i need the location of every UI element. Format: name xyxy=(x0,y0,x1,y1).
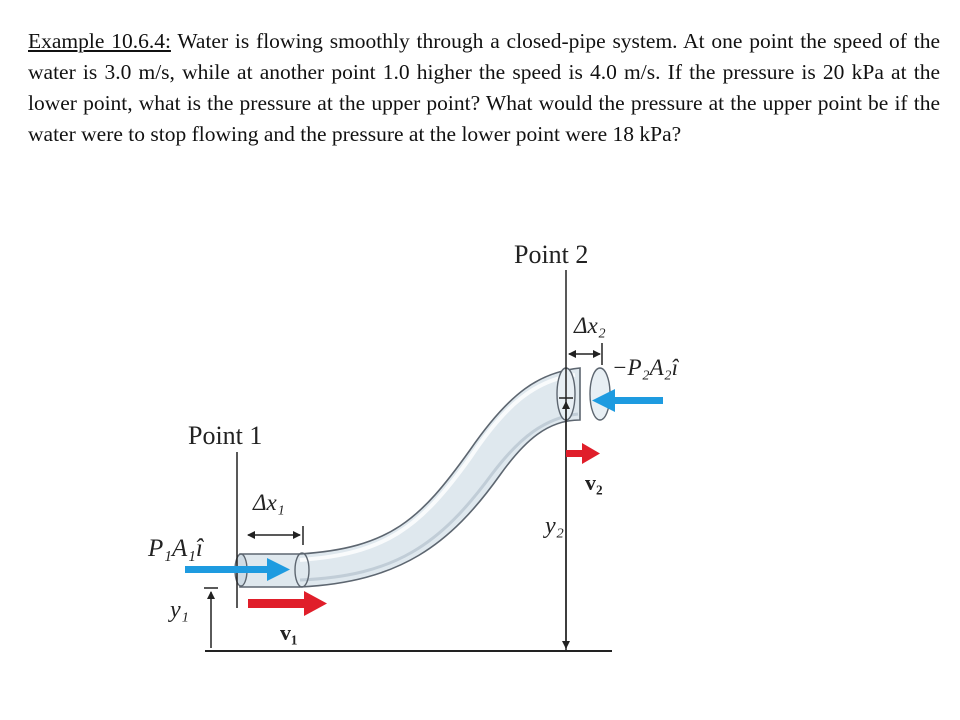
v2-label: v₂ xyxy=(585,470,603,495)
force1-label: P₁A₁î xyxy=(147,535,205,562)
velocity-arrow-2 xyxy=(566,443,600,464)
dx2-label: Δx₂ xyxy=(573,313,606,338)
pipe-shadow xyxy=(299,412,579,582)
force2-label: −P₂A₂î xyxy=(612,355,680,380)
velocity-arrow-1 xyxy=(248,591,327,616)
pipe-highlight xyxy=(299,373,576,562)
problem-text: Water is flowing smoothly through a clos… xyxy=(28,29,941,146)
y2-label: y₂ xyxy=(543,513,564,539)
force-arrow-1 xyxy=(185,558,290,581)
example-label: Example 10.6.4: xyxy=(28,29,171,53)
point1-label: Point 1 xyxy=(188,421,262,450)
y1-label: y₁ xyxy=(168,597,189,623)
problem-statement: Example 10.6.4: Water is flowing smoothl… xyxy=(28,26,940,150)
point2-label: Point 2 xyxy=(514,240,588,269)
pipe-section-1 xyxy=(294,552,310,588)
force-arrow-2 xyxy=(592,389,663,412)
dx1-label: Δx₁ xyxy=(252,490,285,515)
v1-label: v₁ xyxy=(280,620,298,645)
